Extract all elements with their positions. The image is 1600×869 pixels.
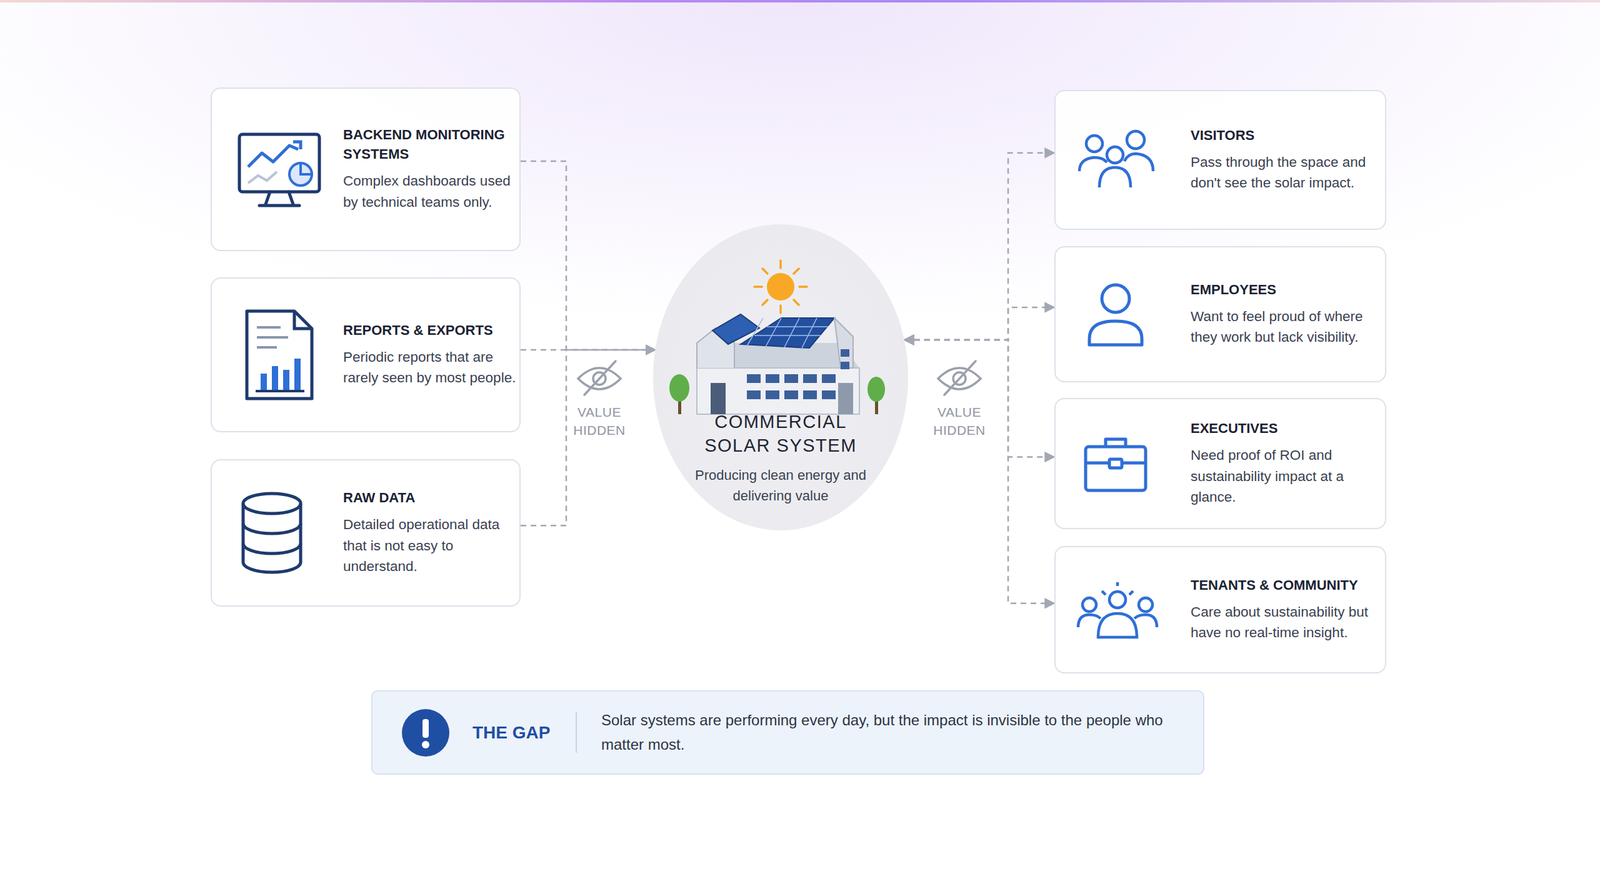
card-body: Complex dashboards used by technical tea… <box>343 170 520 214</box>
card-heading: BACKEND MONITORING SYSTEMS <box>343 125 520 165</box>
card-body: Pass through the space and don't see the… <box>1190 151 1372 195</box>
dashed-connector <box>520 350 655 526</box>
gap-title: THE GAP <box>472 723 550 744</box>
report-icon <box>241 308 315 402</box>
info-card: TENANTS & COMMUNITY Care about sustainabi… <box>1054 546 1387 674</box>
info-card: EXECUTIVES Need proof of ROI and sustaina… <box>1054 398 1387 530</box>
card-body: Need proof of ROI and sustainability imp… <box>1190 445 1372 509</box>
card-heading: EXECUTIVES <box>1190 419 1372 439</box>
hidden-value-label: VALUE HIDDEN <box>571 403 628 440</box>
card-text: EMPLOYEES Want to feel proud of where the… <box>1190 280 1372 349</box>
system-title: COMMERCIAL SOLAR SYSTEM <box>693 410 869 458</box>
info-card: VISITORS Pass through the space and don't… <box>1054 90 1387 230</box>
monitor-icon <box>235 130 324 209</box>
system-body: Producing clean energy and delivering va… <box>693 465 869 507</box>
info-card: REPORTS & EXPORTS Periodic reports that a… <box>210 277 521 433</box>
card-heading: RAW DATA <box>343 488 520 509</box>
db-icon <box>238 491 306 575</box>
card-text: BACKEND MONITORING SYSTEMS Complex dashbo… <box>343 125 520 213</box>
card-text: REPORTS & EXPORTS Periodic reports that a… <box>343 321 520 389</box>
top-accent-bar <box>0 0 1600 3</box>
eye-slash-icon <box>578 361 621 395</box>
dashed-connector <box>904 307 1055 340</box>
gap-body: Solar systems are performing every day, … <box>601 708 1164 757</box>
eye-slash-icon <box>938 361 981 395</box>
community-icon <box>1075 580 1160 640</box>
card-body: Care about sustainability but have no re… <box>1190 601 1372 645</box>
alert-icon <box>401 709 450 757</box>
briefcase-icon <box>1081 433 1150 495</box>
info-card: BACKEND MONITORING SYSTEMS Complex dashbo… <box>210 87 521 252</box>
divider-line <box>575 712 577 754</box>
card-heading: EMPLOYEES <box>1190 280 1372 300</box>
system-circle: COMMERCIAL SOLAR SYSTEM Producing clean e… <box>653 224 909 531</box>
card-text: VISITORS Pass through the space and don't… <box>1190 126 1372 194</box>
info-card: RAW DATA Detailed operational data that i… <box>210 459 521 607</box>
dashed-connector <box>904 340 1055 604</box>
gap-callout: THE GAP Solar systems are performing ever… <box>371 690 1205 775</box>
people-icon <box>1075 128 1157 192</box>
dashed-connector <box>904 153 1055 340</box>
card-heading: TENANTS & COMMUNITY <box>1190 576 1372 596</box>
card-heading: REPORTS & EXPORTS <box>343 321 520 341</box>
hidden-value-label: VALUE HIDDEN <box>931 403 988 440</box>
card-body: Periodic reports that are rarely seen by… <box>343 346 520 390</box>
solar-building-illustration <box>653 249 909 431</box>
card-text: TENANTS & COMMUNITY Care about sustainabi… <box>1190 576 1372 644</box>
center-text: COMMERCIAL SOLAR SYSTEM Producing clean e… <box>693 410 869 507</box>
person-icon <box>1084 280 1147 349</box>
card-heading: VISITORS <box>1190 126 1372 146</box>
info-card: EMPLOYEES Want to feel proud of where the… <box>1054 246 1387 383</box>
dashed-connector <box>904 340 1055 458</box>
card-text: EXECUTIVES Need proof of ROI and sustaina… <box>1190 419 1372 509</box>
card-body: Detailed operational data that is not ea… <box>343 514 520 578</box>
card-body: Want to feel proud of where they work bu… <box>1190 306 1372 349</box>
dashed-connector <box>520 161 655 350</box>
card-text: RAW DATA Detailed operational data that i… <box>343 488 520 578</box>
